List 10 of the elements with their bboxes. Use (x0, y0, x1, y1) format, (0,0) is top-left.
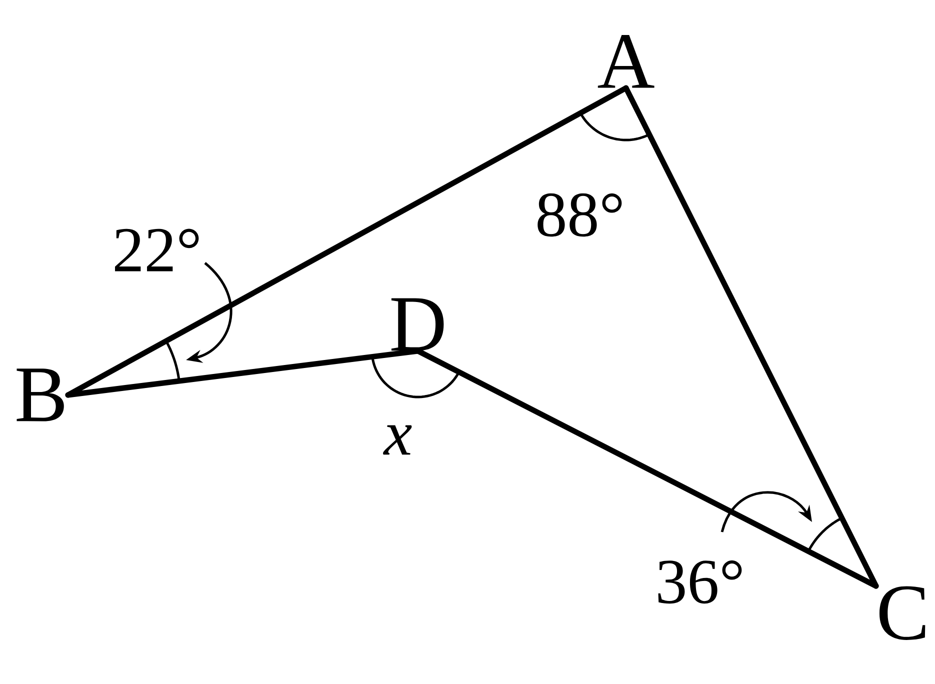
line-segment (65, 348, 421, 398)
angle-label: x (383, 425, 412, 455)
angle-label: 36° (658, 560, 742, 604)
vertex-label: A (598, 35, 654, 88)
line-segment (415, 348, 879, 589)
vertex-label: B (16, 368, 64, 422)
angle-label: 88° (538, 193, 622, 237)
vertex-label: D (391, 298, 444, 351)
angle-label: 22° (115, 228, 199, 272)
vertex-label: C (879, 586, 926, 640)
